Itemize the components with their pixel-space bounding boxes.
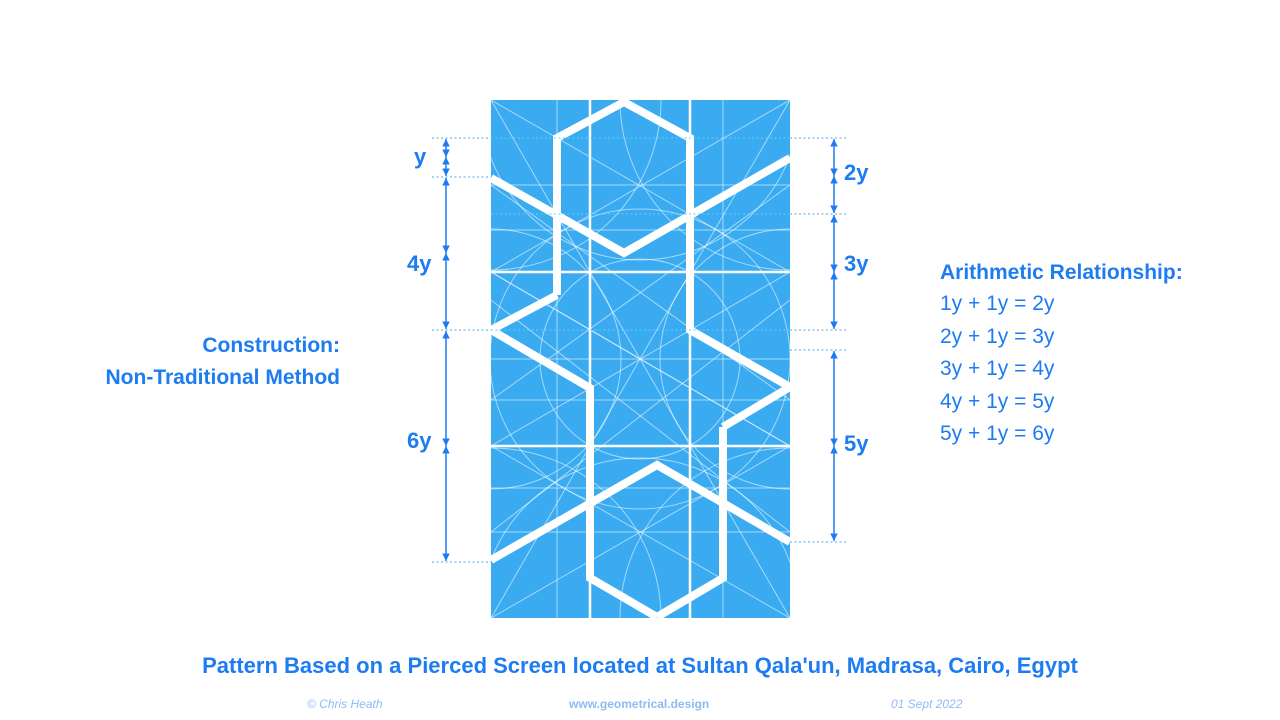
- dim-label-6y: 6y: [407, 428, 432, 453]
- construction-label: Construction: Non-Traditional Method: [40, 330, 340, 394]
- construction-title: Construction:: [202, 334, 340, 357]
- dimension-arrows: [442, 139, 838, 561]
- pattern-caption: Pattern Based on a Pierced Screen locate…: [202, 653, 1078, 678]
- equation: 3y + 1y = 4y: [940, 357, 1055, 380]
- dim-label-y: y: [414, 144, 427, 169]
- construction-method: Non-Traditional Method: [105, 366, 340, 389]
- arithmetic-title: Arithmetic Relationship:: [940, 261, 1183, 284]
- equation: 5y + 1y = 6y: [940, 422, 1055, 445]
- dim-label-4y: 4y: [407, 251, 432, 276]
- equation: 1y + 1y = 2y: [940, 292, 1055, 315]
- dim-label-3y: 3y: [844, 251, 869, 276]
- equation: 4y + 1y = 5y: [940, 389, 1055, 413]
- footer-date: 01 Sept 2022: [891, 697, 963, 711]
- arithmetic-panel: Arithmetic Relationship: 1y + 1y = 2y 2y…: [940, 258, 1183, 451]
- footer-author: © Chris Heath: [307, 697, 383, 711]
- dimension-guides: [432, 137, 848, 563]
- footer-website-link[interactable]: www.geometrical.design: [569, 697, 710, 711]
- pattern-strapwork: [491, 100, 790, 618]
- dim-label-5y: 5y: [844, 431, 869, 456]
- equation: 2y + 1y = 3y: [940, 324, 1055, 348]
- dim-label-2y: 2y: [844, 160, 869, 185]
